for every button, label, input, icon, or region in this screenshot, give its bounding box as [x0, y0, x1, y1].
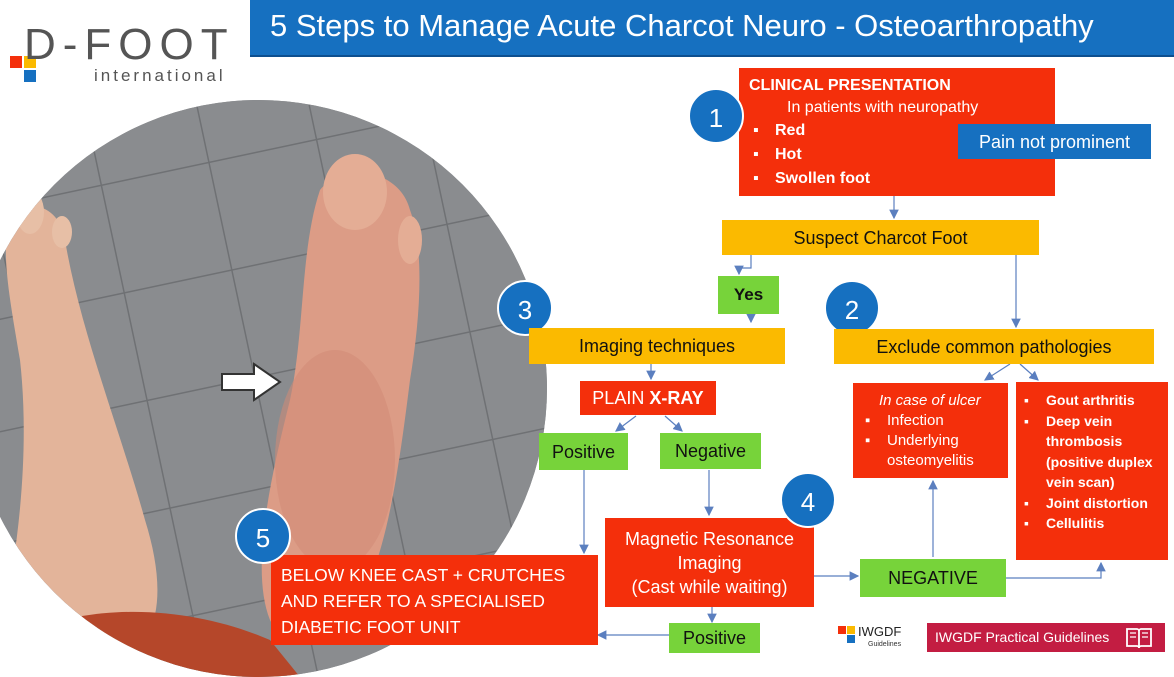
clinical-heading: CLINICAL PRESENTATION	[749, 77, 951, 94]
logo-main-text: D-FOOT	[24, 20, 235, 69]
condition-item: Joint distortion	[1020, 493, 1162, 514]
plain-xray-box: PLAIN X-RAY	[580, 381, 716, 415]
logo-square-yellow	[24, 56, 36, 68]
mri-negative-box: NEGATIVE	[860, 559, 1006, 597]
condition-item: Cellulitis	[1020, 513, 1162, 534]
step-3-badge: 3	[497, 280, 553, 336]
title-bar	[250, 0, 1174, 57]
step-2-badge: 2	[824, 280, 880, 336]
exclude-pathologies-box: Exclude common pathologies	[834, 329, 1154, 364]
conditions-list: Gout arthritis Deep vein thrombosis (pos…	[1020, 390, 1162, 534]
step-4-badge: 4	[780, 472, 836, 528]
imaging-techniques-box: Imaging techniques	[529, 328, 785, 364]
clinical-item: Swollen foot	[749, 167, 1045, 191]
iwgdf-logo-square-red	[838, 626, 846, 634]
ulcer-box: In case of ulcer Infection Underlying os…	[853, 383, 1008, 478]
step-5-badge: 5	[235, 508, 291, 564]
ulcer-heading: In case of ulcer	[879, 392, 981, 409]
iwgdf-logo: IWGDF Guidelines	[838, 624, 908, 652]
clinical-subheading: In patients with neuropathy	[787, 99, 979, 116]
page-title: 5 Steps to Manage Acute Charcot Neuro - …	[270, 8, 1094, 43]
iwgdf-logo-square-blue	[847, 635, 855, 643]
condition-item: Gout arthritis	[1020, 390, 1162, 411]
iwgdf-practical-guidelines-banner: IWGDF Practical Guidelines	[927, 623, 1165, 652]
flow-connectors	[579, 196, 1106, 640]
step-1-badge: 1	[688, 88, 744, 144]
condition-item: Deep vein thrombosis (positive duplex ve…	[1020, 411, 1162, 493]
pain-not-prominent-note: Pain not prominent	[958, 124, 1151, 159]
arrow-right-icon	[220, 362, 282, 402]
mri-positive-box: Positive	[669, 623, 760, 653]
conditions-box: Gout arthritis Deep vein thrombosis (pos…	[1016, 382, 1168, 560]
yes-box: Yes	[718, 276, 779, 314]
mri-title: Magnetic Resonance Imaging	[624, 528, 795, 573]
suspect-charcot-box: Suspect Charcot Foot	[722, 220, 1039, 255]
clinical-item: Hot	[749, 143, 1045, 167]
xray-prefix: PLAIN	[592, 388, 650, 408]
ulcer-list: Infection Underlying osteomyelitis	[861, 411, 1002, 471]
iwgdf-logo-text: IWGDF	[858, 624, 902, 639]
logo-square-blue	[24, 70, 36, 82]
mri-note: (Cast while waiting)	[631, 576, 788, 597]
logo-square-red	[10, 56, 22, 68]
iwgdf-logo-square-yellow	[847, 626, 855, 634]
logo: D-FOOT international	[0, 0, 250, 96]
logo-sub-text: international	[94, 66, 226, 85]
ulcer-item: Underlying osteomyelitis	[861, 431, 1002, 471]
ulcer-item: Infection	[861, 411, 1002, 431]
iwgdf-practical-guidelines-label: IWGDF Practical Guidelines	[935, 629, 1110, 645]
clinical-list: Red Hot Swollen foot	[749, 119, 1045, 191]
iwgdf-logo-sub: Guidelines	[868, 641, 902, 648]
xray-negative-box: Negative	[660, 433, 761, 469]
book-icon	[1125, 625, 1153, 650]
xray-positive-box: Positive	[539, 433, 628, 470]
xray-bold: X-RAY	[649, 388, 704, 408]
clinical-item: Red	[749, 119, 1045, 143]
mri-box: Magnetic Resonance Imaging (Cast while w…	[605, 518, 814, 607]
below-knee-cast-box: BELOW KNEE CAST + CRUTCHES AND REFER TO …	[271, 555, 598, 645]
